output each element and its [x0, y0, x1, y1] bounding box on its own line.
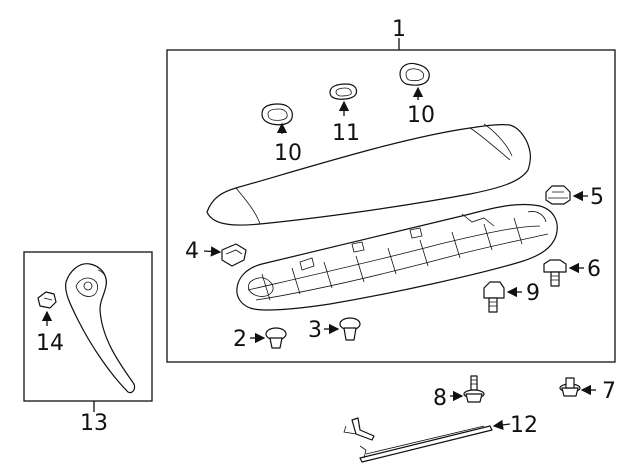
- hose-12: [343, 417, 493, 463]
- nut-7: [559, 377, 581, 397]
- callout-12: 12: [510, 413, 538, 438]
- callout-6: 6: [587, 257, 601, 282]
- clip-4: [221, 243, 247, 267]
- pad-11: [329, 83, 358, 100]
- callout-2: 2: [233, 327, 247, 352]
- clip-14: [37, 291, 57, 309]
- callout-7: 7: [602, 379, 616, 404]
- spoiler-cover: [206, 123, 531, 226]
- nut-5: [545, 185, 571, 205]
- callout-11: 11: [332, 121, 360, 146]
- bolt-8: [463, 375, 485, 403]
- spoiler-frame: [236, 203, 558, 311]
- bolt-6: [543, 259, 567, 287]
- fastener-2: [265, 327, 287, 349]
- callout-8: 8: [433, 386, 447, 411]
- callout-13: 13: [80, 411, 108, 436]
- callout-5: 5: [590, 185, 604, 210]
- fastener-3: [339, 317, 361, 341]
- hinge-13: [65, 263, 136, 394]
- hinge-box: [23, 251, 153, 402]
- pad-10-right: [399, 62, 430, 86]
- callout-3: 3: [308, 318, 322, 343]
- pad-10-left: [261, 103, 293, 126]
- callout-9: 9: [526, 281, 540, 306]
- callout-10b: 10: [407, 103, 435, 128]
- assembly-box: [166, 49, 616, 363]
- bolt-9: [483, 281, 505, 313]
- callout-4: 4: [185, 239, 199, 264]
- callout-14: 14: [36, 331, 64, 356]
- leader-line-12: [492, 419, 511, 431]
- callout-10a: 10: [274, 141, 302, 166]
- callout-1: 1: [392, 17, 406, 42]
- leader-line-4: [203, 246, 222, 257]
